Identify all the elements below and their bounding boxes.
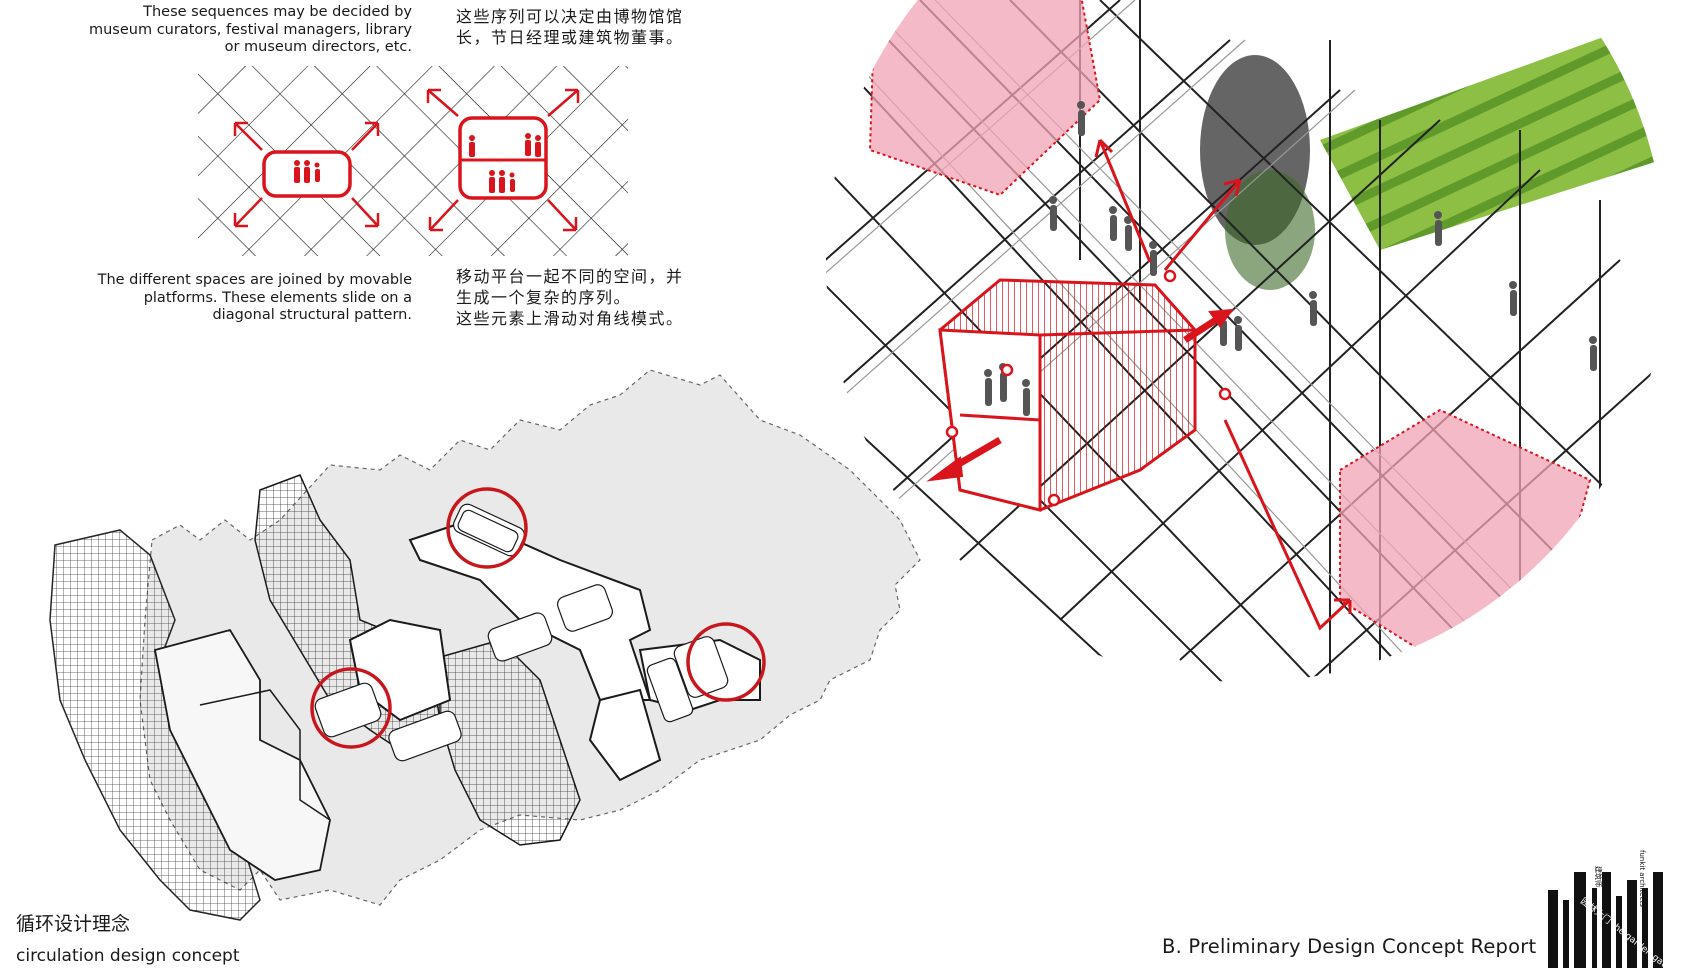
platform-note-en-line: The different spaces are joined by movab…: [97, 272, 412, 288]
green-roof: [1320, 20, 1666, 250]
people-icon: [469, 133, 541, 193]
sequence-note-zh-line: 长，节日经理或建筑物董事。: [456, 28, 684, 47]
platform-note-zh-line: 移动平台一起不同的空间，并: [456, 267, 684, 286]
highlight-circle: [446, 487, 528, 569]
circulation-axonometric: [49, 369, 921, 921]
highlight-circles: [310, 487, 766, 749]
sequence-note-en-line: These sequences may be decided by: [143, 4, 412, 20]
sequence-schematic: [198, 66, 628, 256]
sequence-note-en: These sequences may be decided by museum…: [32, 4, 412, 57]
sequence-note-en-line: or museum directors, etc.: [224, 39, 412, 55]
platform-note-zh-line: 生成一个复杂的序列。: [456, 288, 632, 307]
platform-note-zh-line: 这些元素上滑动对角线模式。: [456, 309, 684, 328]
sequence-note-en-line: museum curators, festival managers, libr…: [88, 21, 412, 38]
hatched-block: [49, 529, 261, 921]
platform-note-en: The different spaces are joined by movab…: [32, 272, 412, 325]
hatched-block: [429, 639, 581, 846]
platform-note-en-line: diagonal structural pattern.: [212, 307, 412, 323]
arrow-icon: [426, 88, 580, 232]
direction-arrows: [1094, 138, 1352, 631]
arrow-icon: [233, 121, 380, 228]
platform-note-zh: 移动平台一起不同的空间，并 生成一个复杂的序列。 这些元素上滑动对角线模式。: [456, 266, 684, 329]
people-icon: [294, 160, 320, 183]
logo-vertical-text-1: 建筑师: [1594, 866, 1603, 887]
platform-box: [458, 116, 548, 200]
report-title: B. Preliminary Design Concept Report: [1162, 935, 1537, 958]
direction-arrows: [926, 308, 1235, 482]
perspective-detail: [826, 0, 1666, 682]
caption-title-zh: 循环设计理念: [16, 913, 131, 935]
garden-gates-logo: 建筑师 funkit architects 园林大门 the garden ga…: [1548, 850, 1677, 969]
people-silhouettes: [1049, 101, 1597, 371]
logo-vertical-text-2: funkit architects: [1638, 850, 1646, 907]
solid-block: [153, 628, 331, 881]
platform-note-en-line: platforms. These elements slide on a: [143, 289, 412, 306]
caption-title-en: circulation design concept: [16, 946, 240, 966]
platform-cube: [938, 269, 1232, 512]
sequence-note-zh: 这些序列可以决定由博物馆馆 长，节日经理或建筑物董事。: [456, 6, 684, 48]
pink-zone: [868, 0, 1102, 197]
diagonal-grid: [198, 66, 628, 256]
sequence-note-zh-line: 这些序列可以决定由博物馆馆: [456, 7, 684, 26]
highlight-circle: [686, 622, 766, 702]
highlight-circle: [310, 667, 392, 749]
